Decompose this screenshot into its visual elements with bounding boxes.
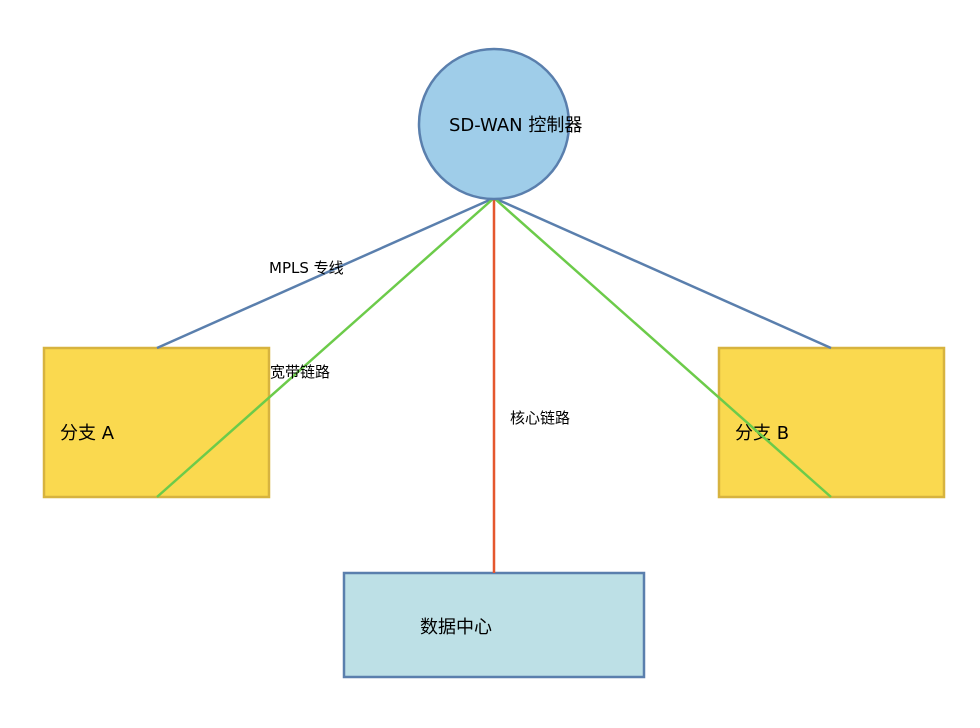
controller-node [417,47,571,201]
datacenter-label: 数据中心 [420,617,492,638]
controller-label: SD-WAN 控制器 [449,115,582,136]
mpls-link-label: MPLS 专线 [269,259,344,277]
mpls-link-branch-a [156,196,495,350]
branch-a-label: 分支 A [60,423,115,444]
core-link-label: 核心链路 [510,409,570,427]
broadband-link-label: 宽带链路 [270,363,330,381]
branch-b-box [717,346,946,499]
datacenter-box [342,571,646,679]
branch-b-label: 分支 B [735,423,789,444]
broadband-link-branch-a [156,197,495,498]
broadband-link-branch-b [493,197,832,498]
mpls-link-branch-b [493,196,832,350]
branch-a-box [42,346,271,499]
